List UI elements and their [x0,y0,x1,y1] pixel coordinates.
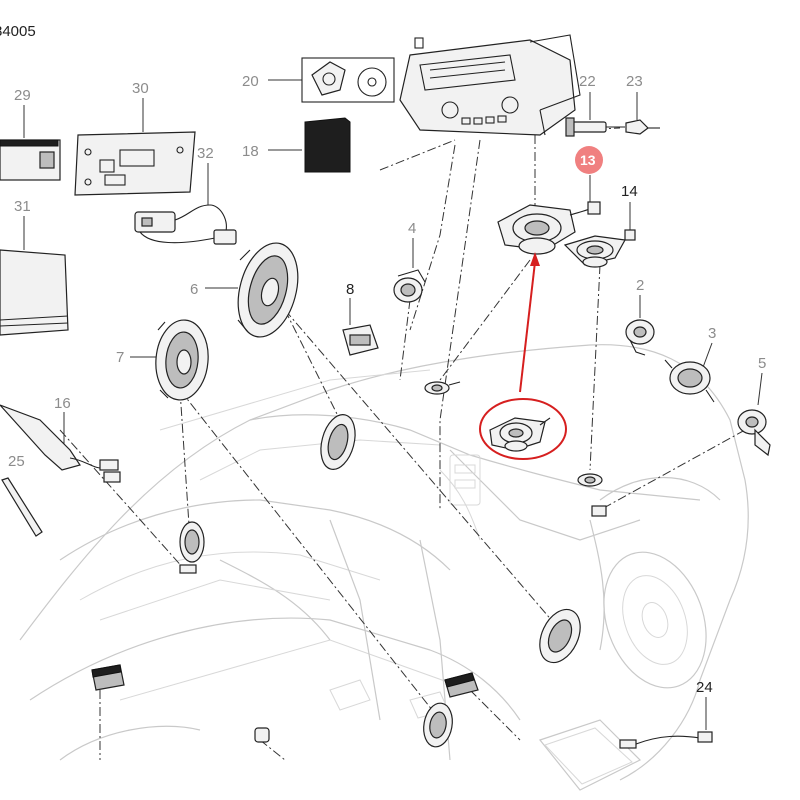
label-5[interactable]: 5 [758,355,766,372]
part-29-module[interactable] [0,139,61,181]
highlight-callout [479,252,567,460]
corner-code: 84005 [0,23,36,40]
part-dash-tweeter-right[interactable] [577,473,603,487]
label-23[interactable]: 23 [626,73,643,90]
part-8-connector[interactable] [342,324,379,356]
highlight-circle [479,398,567,460]
highlight-badge [575,146,603,174]
part-front-door-speaker[interactable] [315,411,360,473]
part-rear-lower-speaker[interactable] [420,701,455,749]
part-24-cable[interactable] [619,731,713,749]
part-32-usb-cable[interactable] [134,204,237,245]
part-rear-door-speaker[interactable] [179,521,205,574]
part-16-antenna[interactable] [0,404,121,483]
label-29[interactable]: 29 [14,87,31,104]
label-31[interactable]: 31 [14,198,31,215]
label-4[interactable]: 4 [408,220,416,237]
part-6-door-speaker[interactable] [229,236,308,343]
part-4-bracket[interactable] [393,269,426,303]
label-13[interactable]: 13 [580,152,596,168]
label-30[interactable]: 30 [132,80,149,97]
part-18-memory-card[interactable] [304,117,351,173]
part-23-screw[interactable] [625,119,660,135]
part-amplifier-rear[interactable] [91,664,125,691]
part-30-circuit-board[interactable] [74,131,196,196]
part-7-door-speaker[interactable] [153,318,212,402]
label-6[interactable]: 6 [190,281,198,298]
part-13-tweeter-speaker[interactable] [497,201,601,255]
label-3[interactable]: 3 [708,325,716,342]
label-24[interactable]: 24 [696,679,713,696]
part-20-disc-kit[interactable] [301,57,395,103]
label-18[interactable]: 18 [242,143,259,160]
label-14[interactable]: 14 [621,183,638,200]
part-5-sensor[interactable] [737,409,771,457]
part-31-control-box[interactable] [0,249,69,336]
label-leaders [23,79,763,730]
part-2-horn[interactable] [625,319,655,356]
part-dash-tweeter-left[interactable] [424,381,461,395]
part-rear-clip[interactable] [254,727,270,743]
label-2[interactable]: 2 [636,277,644,294]
label-22[interactable]: 22 [579,73,596,90]
part-3-horn[interactable] [664,359,715,403]
part-14-tweeter-speaker[interactable] [563,229,636,268]
label-8[interactable]: 8 [346,281,354,298]
part-13-highlighted-tweeter[interactable] [489,417,551,452]
label-20[interactable]: 20 [242,73,259,90]
part-25-antenna-rod[interactable] [1,477,43,537]
highlight-arrowhead [530,252,540,266]
label-16[interactable]: 16 [54,395,71,412]
label-7[interactable]: 7 [116,349,124,366]
label-32[interactable]: 32 [197,145,214,162]
highlight-arrow [519,261,536,393]
car-body-outline [19,344,749,791]
part-right-connector[interactable] [591,505,607,517]
label-25[interactable]: 25 [8,453,25,470]
part-amplifier-center[interactable] [444,672,479,698]
part-22-bolt[interactable] [565,117,625,137]
part-number-labels: 84005 29 30 31 32 20 18 22 23 13 14 4 8 … [0,23,766,696]
part-lower-door-speaker[interactable] [532,603,588,669]
part-radio-head-unit[interactable] [399,34,581,136]
